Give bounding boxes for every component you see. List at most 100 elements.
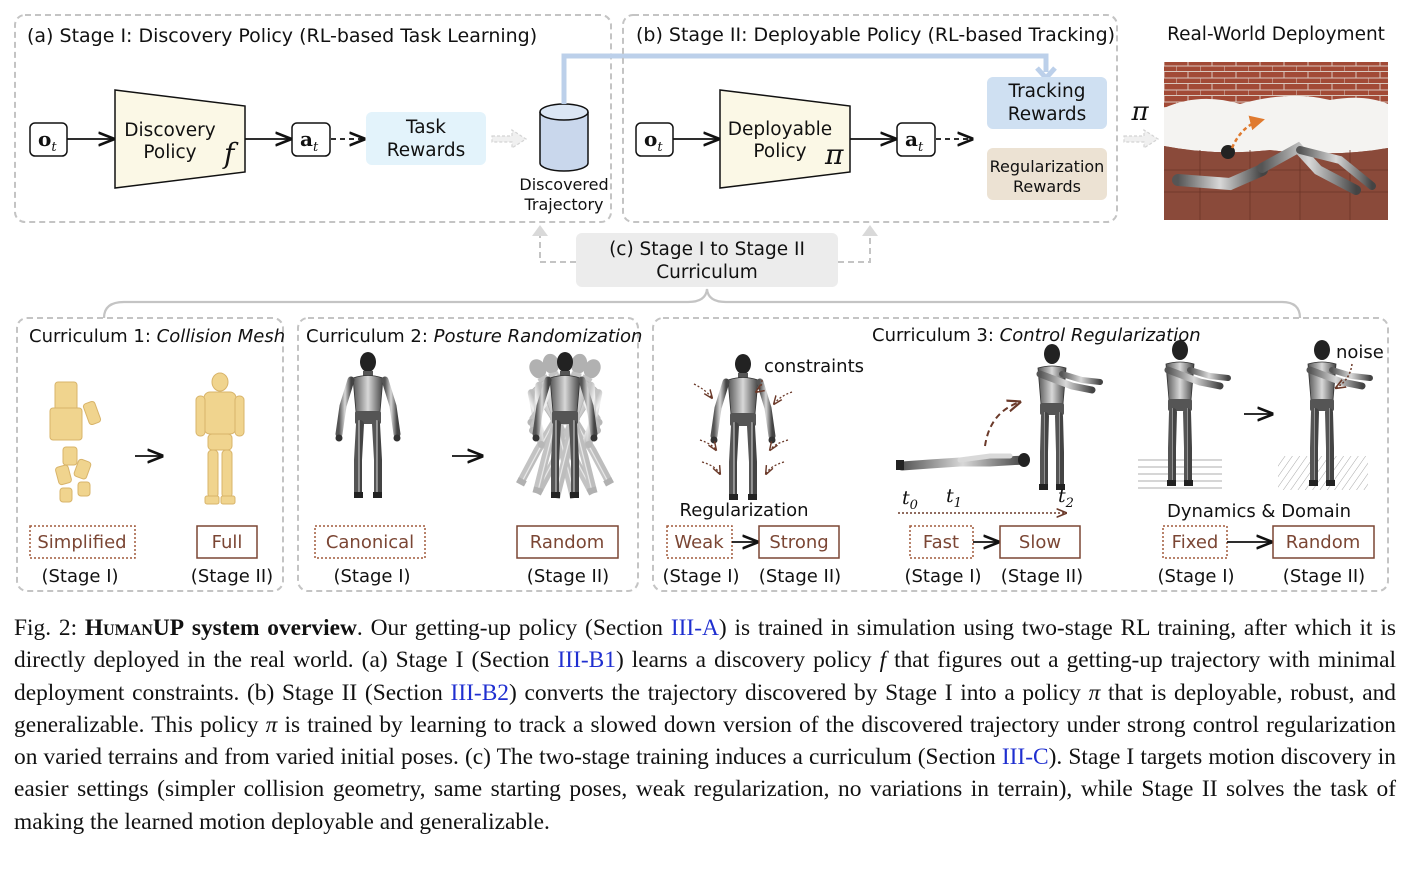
cylinder-top (539, 103, 589, 121)
curriculum-box-label-2: Curriculum (656, 262, 757, 283)
weak-label-box (666, 525, 733, 559)
stage1-panel (14, 14, 612, 223)
regularization-caption: Regularization (680, 500, 809, 521)
stage1-title: (a) Stage I: Discovery Policy (RL-based … (27, 25, 537, 47)
constraints-annotation: constraints (764, 356, 864, 377)
flat-ground (1138, 459, 1222, 489)
system-overview-diagram: (a) Stage I: Discovery Policy (RL-based … (14, 14, 1389, 592)
stage2-policy-label-1: Deployable (728, 119, 832, 140)
caption-ref-link[interactable]: III-A (670, 615, 719, 641)
caption-text: . Our getting-up policy (Section (356, 615, 671, 641)
regularization-rewards-label-2: Rewards (1013, 177, 1081, 196)
stage1-obs-label: ot (38, 127, 57, 155)
curriculum-to-stage2-arrowhead (862, 225, 878, 236)
caption-symbol-pi: π (265, 711, 278, 738)
full-label: Full (212, 532, 243, 553)
caption-symbol-f: f (879, 647, 887, 674)
caption-ref-link[interactable]: III-B1 (557, 647, 616, 674)
curriculum2-to-stage: (Stage II) (527, 566, 609, 587)
caption-text: is trained by learning to track a slowed… (14, 711, 1396, 771)
stage2-obs-label: ot (644, 127, 663, 155)
lying-robot (896, 453, 1030, 471)
caption-system-suffix: system overview (184, 615, 357, 641)
reg-from-stage: (Stage I) (662, 566, 739, 587)
fast-label-box (909, 525, 974, 559)
discovered-trajectory-label-2: Trajectory (524, 195, 604, 214)
deployment-pi-symbol: π (1130, 97, 1149, 127)
curriculum-to-stage1-arrow (539, 230, 576, 263)
caption-symbol-pi: π (1088, 679, 1101, 706)
regularization-rewards-label-1: Regularization (990, 157, 1105, 176)
stage2-policy-label-2: Policy (753, 141, 806, 162)
slow-label: Slow (1019, 532, 1061, 553)
caption-text: ) converts the trajectory discovered by … (509, 679, 1089, 706)
speed-to-stage: (Stage II) (1001, 566, 1083, 587)
weak-label: Weak (674, 532, 724, 553)
tracking-rewards-box (987, 77, 1107, 129)
curriculum1-title: Curriculum 1: Collision Mesh (29, 326, 285, 347)
deployment-photo (1164, 62, 1388, 220)
stage2-action-box (896, 122, 936, 157)
curriculum-brace (102, 288, 1302, 319)
stage1-policy-label-1: Discovery (124, 120, 215, 141)
dyn-to-stage: (Stage II) (1283, 566, 1365, 587)
stage1-policy-label-2: Policy (143, 142, 196, 163)
tracking-rewards-label-2: Rewards (1008, 104, 1087, 125)
fixed-domain-robot (1166, 340, 1228, 486)
random-domain-label: Random (1286, 532, 1361, 553)
caption-text: that is deployable, robust, and generali… (14, 679, 1396, 738)
fast-label: Fast (923, 532, 959, 553)
random-domain-label-box (1272, 525, 1375, 559)
canonical-pose-robot (336, 352, 401, 498)
simplified-label: Simplified (37, 532, 126, 553)
t2-label: t2 (1058, 485, 1074, 511)
stage2-to-deployment-arrow (1123, 128, 1160, 150)
simplified-mesh-robot (49, 381, 102, 503)
stage1-to-store-arrow (491, 128, 528, 150)
standing-robot-speed (1038, 344, 1100, 490)
task-rewards-label-2: Rewards (387, 140, 466, 161)
caption-fig-label: Fig. 2: (14, 615, 85, 641)
stage2-panel (622, 14, 1118, 223)
figure-caption: Fig. 2: HumanUP system overview. Our get… (14, 612, 1396, 838)
strong-label: Strong (769, 532, 828, 553)
deployment-title: Real-World Deployment (1167, 24, 1385, 45)
dyn-from-stage: (Stage I) (1157, 566, 1234, 587)
curriculum2-title: Curriculum 2: Posture Randomization (306, 326, 642, 347)
curriculum1-from-stage: (Stage I) (41, 566, 118, 587)
getting-up-arrow (984, 402, 1020, 447)
curriculum-to-stage1-arrowhead (532, 225, 548, 236)
random-pose-label: Random (530, 532, 605, 553)
regularization-rewards-box (987, 148, 1107, 200)
caption-ref-link[interactable]: III-B2 (450, 679, 510, 706)
canonical-label-box (314, 525, 426, 559)
trajectory-to-tracking-arrow (561, 53, 1049, 104)
stage2-policy-block (719, 89, 851, 189)
simplified-label-box (29, 525, 136, 559)
caption-ref-link[interactable]: III-C (1001, 744, 1049, 771)
stage2-title: (b) Stage II: Deployable Policy (RL-base… (636, 24, 1115, 46)
full-label-box (196, 525, 258, 559)
random-pose-label-box (516, 525, 619, 559)
curriculum-box-label-1: (c) Stage I to Stage II (609, 239, 805, 260)
stage1-action-box (291, 122, 331, 157)
stage2-action-label: at (905, 127, 924, 155)
discovered-trajectory-cylinder (539, 112, 589, 172)
task-rewards-label-1: Task (405, 117, 446, 138)
constraint-arrows (693, 379, 793, 474)
reg-to-stage: (Stage II) (759, 566, 841, 587)
caption-text: ). Stage I targets motion discovery in e… (14, 744, 1397, 835)
t1-label: t1 (946, 485, 962, 511)
strong-label-box (758, 525, 840, 559)
task-rewards-box (366, 112, 486, 165)
stage1-action-label: at (300, 127, 319, 155)
curriculum1-to-stage: (Stage II) (191, 566, 273, 587)
curriculum3-title: Curriculum 3: Control Regularization (872, 325, 1201, 346)
slow-label-box (999, 525, 1081, 559)
caption-text: ) learns a discovery policy (615, 647, 880, 674)
noise-annotation: noise (1336, 342, 1384, 363)
caption-text: that figures out a getting-up trajectory… (14, 647, 1396, 706)
fixed-label-box (1162, 525, 1228, 559)
stage2-policy-symbol: π (824, 138, 844, 171)
fixed-label: Fixed (1172, 532, 1219, 553)
